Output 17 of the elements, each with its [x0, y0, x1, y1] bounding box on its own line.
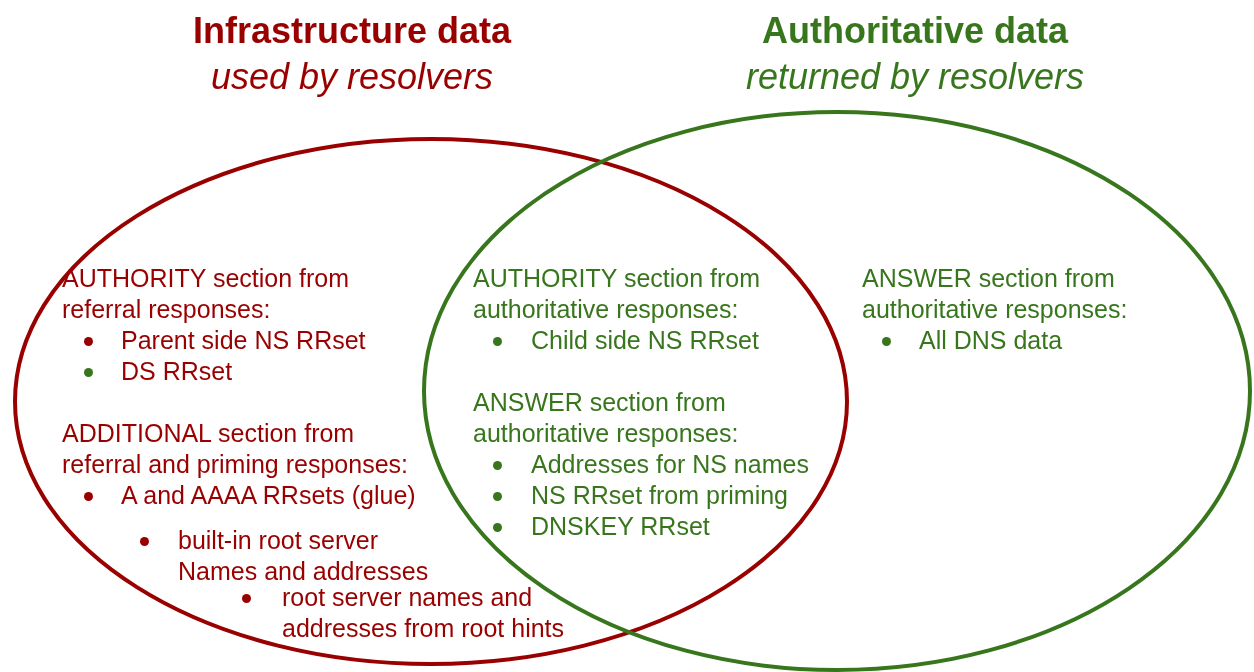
section-heading: ADDITIONAL section from referral and priming responses:	[62, 418, 409, 480]
list-item: A and AAAA RRsets (glue)	[121, 480, 417, 511]
title: Authoritative data	[762, 10, 1068, 52]
section-heading: ANSWER section from authoritative responses:	[473, 387, 740, 449]
list-item: All DNS data	[919, 325, 1064, 356]
subtitle: returned by resolvers	[745, 56, 1085, 98]
list-item: DNSKEY RRset	[531, 511, 711, 542]
list-item: DS RRset	[121, 356, 234, 387]
title: Infrastructure data	[192, 10, 512, 52]
section-heading: AUTHORITY section from authoritative responses:	[473, 263, 762, 325]
section-heading: ANSWER section from authoritative responses:	[862, 263, 1129, 325]
list-item: NS RRset from priming	[531, 480, 789, 511]
list-item: Child side NS RRset	[531, 325, 760, 356]
section-heading: AUTHORITY section from referral responses:	[62, 263, 351, 325]
list-item: Addresses for NS names	[531, 449, 810, 480]
subtitle: used by resolvers	[210, 56, 494, 98]
list-item: Parent side NS RRset	[121, 325, 367, 356]
